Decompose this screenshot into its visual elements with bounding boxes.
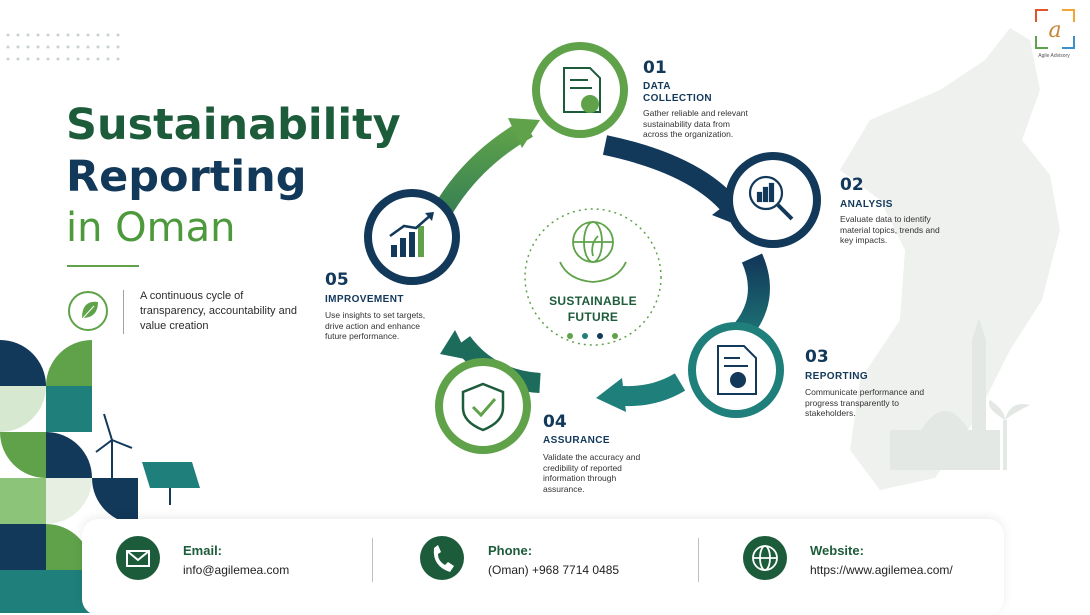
step-03-description: Communicate performance and progress tra… <box>805 387 925 418</box>
magnifier-chart-icon <box>748 175 794 221</box>
step-node-02 <box>725 152 821 248</box>
agile-advisory-logo: a <box>1035 9 1075 49</box>
page-title-line1: Sustainability <box>66 100 401 150</box>
step-01-title: DATA COLLECTION <box>643 81 753 105</box>
title-divider <box>67 265 139 267</box>
logo-letter: a <box>1048 18 1061 43</box>
page-title-line2: Reporting <box>66 152 307 202</box>
center-label-line1: SUSTAINABLE <box>549 294 637 308</box>
phone-link[interactable]: (Oman) +968 7714 0485 <box>488 563 620 577</box>
center-ring <box>524 208 662 346</box>
step-04-number: 04 <box>543 412 567 432</box>
growth-chart-icon <box>389 212 434 257</box>
center-label: SUSTAINABLE FUTURE <box>538 293 648 325</box>
solar-panel-illustration <box>142 462 200 505</box>
globe-icon-badge <box>743 536 787 580</box>
website-link[interactable]: https://www.agilemea.com/ <box>810 563 953 577</box>
step-04-description: Validate the accuracy and credibility of… <box>543 452 641 494</box>
footer-divider <box>372 538 373 582</box>
center-dot <box>597 333 603 339</box>
page-title-line3: in Oman <box>66 205 236 251</box>
step-01-title-line1: DATA <box>643 81 671 92</box>
report-pie-icon <box>717 345 757 395</box>
oman-map-silhouette <box>840 28 1060 490</box>
center-dot <box>567 333 573 339</box>
step-02-description: Evaluate data to identify material topic… <box>840 214 940 245</box>
decorative-tiles <box>0 340 138 613</box>
step-node-05 <box>364 189 460 285</box>
step-04-title: ASSURANCE <box>543 435 610 446</box>
center-dot <box>582 333 588 339</box>
step-05-title: IMPROVEMENT <box>325 294 404 305</box>
step-03-number: 03 <box>805 347 829 367</box>
step-01-number: 01 <box>643 58 667 78</box>
step-05-number: 05 <box>325 270 349 290</box>
globe-hands-icon <box>559 221 627 283</box>
website-label: Website: <box>810 543 864 558</box>
step-05-description: Use insights to set targets, drive actio… <box>325 310 426 341</box>
shield-check-icon <box>461 382 505 432</box>
center-label-line2: FUTURE <box>567 310 619 324</box>
step-node-01 <box>532 42 628 138</box>
tagline-divider <box>123 290 124 334</box>
center-dot <box>612 333 618 339</box>
contact-footer <box>82 519 1004 615</box>
tagline-icon-ring <box>68 291 108 331</box>
dot-grid-decoration <box>6 33 120 61</box>
phone-icon-badge <box>420 536 464 580</box>
email-link[interactable]: info@agilemea.com <box>183 563 290 577</box>
email-label: Email: <box>183 543 223 558</box>
tagline: A continuous cycle of transparency, acco… <box>140 290 297 332</box>
wind-turbine-illustration <box>95 413 133 500</box>
mail-icon-badge <box>116 536 160 580</box>
document-leaf-icon <box>563 67 601 113</box>
step-03-title: REPORTING <box>805 371 869 382</box>
footer-divider <box>698 538 699 582</box>
phone-label: Phone: <box>488 543 533 558</box>
step-node-04 <box>435 358 531 454</box>
step-node-03 <box>688 322 784 418</box>
step-02-title: ANALYSIS <box>840 199 893 210</box>
mosque-illustration <box>890 318 1030 470</box>
step-01-description: Gather reliable and relevant sustainabil… <box>643 108 748 139</box>
logo-subtitle: Agile Advisory <box>1038 53 1070 59</box>
step-02-number: 02 <box>840 175 864 195</box>
step-01-title-line2: COLLECTION <box>643 93 712 104</box>
